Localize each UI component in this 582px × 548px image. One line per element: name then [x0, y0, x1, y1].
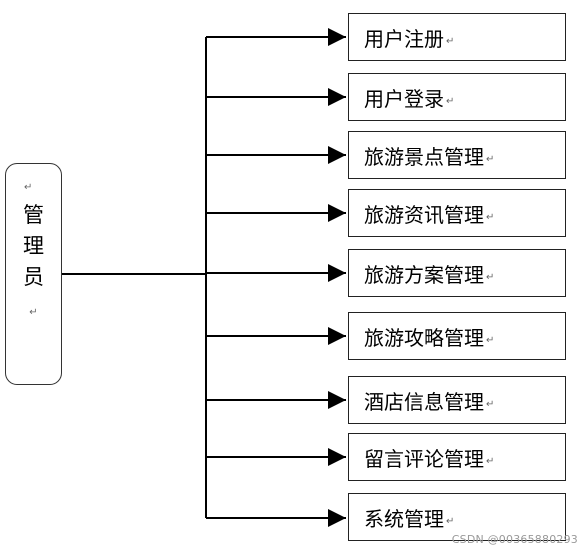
function-label: 用户注册: [364, 26, 444, 51]
paragraph-mark: ↵: [486, 271, 495, 283]
paragraph-mark: ↵: [29, 307, 38, 318]
actor-label: 管理员 ↵: [23, 200, 45, 328]
function-box-system: 系统管理↵: [348, 493, 566, 541]
paragraph-mark: ↵: [446, 35, 455, 47]
function-box-hotel-info: 酒店信息管理↵: [348, 376, 566, 424]
actor-label-text: 管理员: [23, 203, 44, 289]
function-label: 旅游方案管理: [364, 262, 484, 287]
function-label: 用户登录: [364, 86, 444, 111]
watermark: CSDN @00365880293: [451, 533, 578, 546]
function-label: 系统管理: [364, 506, 444, 531]
paragraph-mark: ↵: [486, 455, 495, 467]
paragraph-mark: ↵: [486, 334, 495, 346]
paragraph-mark: ↵: [446, 515, 455, 527]
function-box-user-login: 用户登录↵: [348, 73, 566, 121]
function-box-travel-guide: 旅游攻略管理↵: [348, 312, 566, 360]
function-label: 旅游景点管理: [364, 144, 484, 169]
function-box-scenic-spot: 旅游景点管理↵: [348, 131, 566, 179]
paragraph-mark: ↵: [446, 95, 455, 107]
paragraph-mark: ↵: [24, 182, 33, 193]
function-box-travel-plan: 旅游方案管理↵: [348, 249, 566, 297]
function-box-travel-news: 旅游资讯管理↵: [348, 189, 566, 237]
actor-box: ↵ 管理员 ↵: [5, 163, 62, 385]
function-label: 酒店信息管理: [364, 389, 484, 414]
function-box-user-register: 用户注册↵: [348, 13, 566, 61]
paragraph-mark: ↵: [486, 153, 495, 165]
paragraph-mark: ↵: [486, 398, 495, 410]
function-box-comments: 留言评论管理↵: [348, 433, 566, 481]
function-label: 旅游资讯管理: [364, 202, 484, 227]
function-label: 旅游攻略管理: [364, 325, 484, 350]
paragraph-mark: ↵: [486, 211, 495, 223]
function-label: 留言评论管理: [364, 446, 484, 471]
